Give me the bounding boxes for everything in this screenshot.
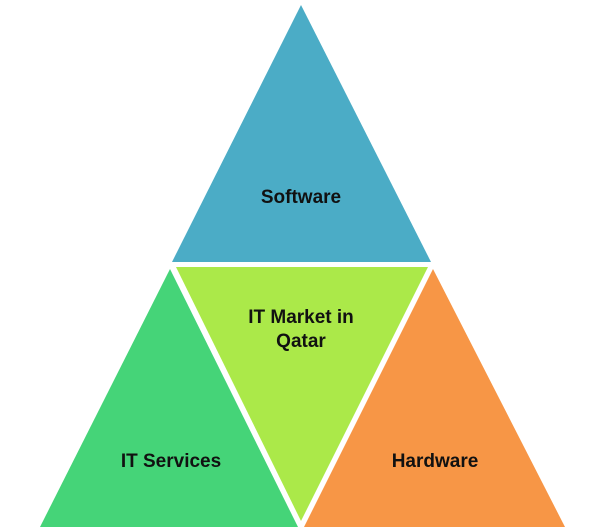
it-services-label: IT Services bbox=[120, 451, 222, 472]
it-services-triangle bbox=[40, 269, 298, 527]
hardware-triangle bbox=[304, 269, 565, 527]
software-triangle bbox=[172, 5, 431, 262]
hardware-label: Hardware bbox=[391, 451, 479, 472]
it-market-triangle bbox=[176, 267, 428, 521]
it-market-label: IT Market in Qatar bbox=[248, 307, 354, 352]
software-label: Software bbox=[260, 187, 342, 208]
